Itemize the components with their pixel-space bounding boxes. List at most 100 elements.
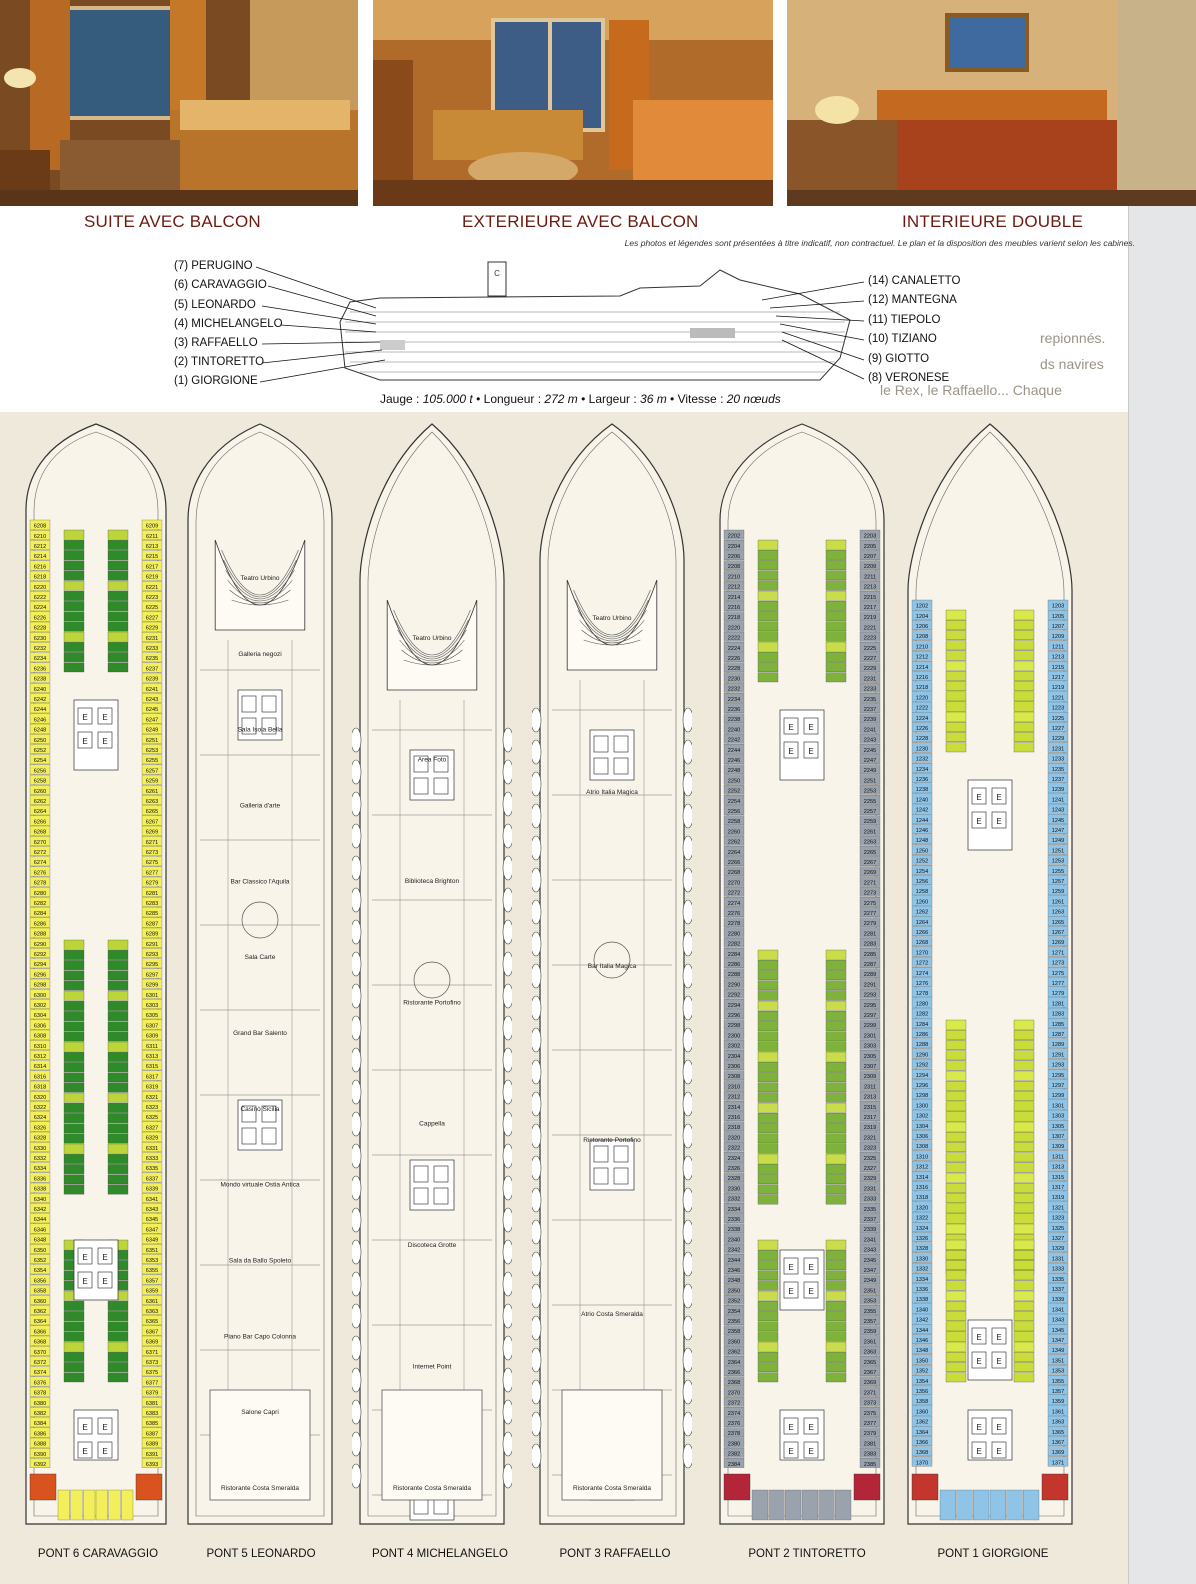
cabin	[141, 713, 163, 724]
inner-cabin	[107, 1372, 129, 1383]
inner-cabin	[107, 1362, 129, 1372]
cabin-number: 6348	[34, 1238, 46, 1244]
cabin-number: 6372	[34, 1360, 46, 1366]
inner-cabin	[1013, 1372, 1035, 1383]
inner-cabin	[825, 1031, 847, 1042]
theatre-row	[401, 649, 463, 664]
cabin-number: 2204	[728, 544, 740, 550]
cabin-number: 1209	[1052, 634, 1064, 640]
cabin-number: 2299	[864, 1023, 876, 1029]
cabin-number: 2378	[728, 1431, 740, 1437]
cabin-number: 1248	[916, 838, 928, 844]
inner-cabin	[107, 980, 129, 991]
cabin	[723, 1417, 745, 1427]
elevator	[971, 1417, 987, 1435]
cabin	[911, 681, 933, 692]
inner-cabin	[757, 970, 779, 980]
inner-cabin	[757, 1123, 779, 1133]
cabin	[859, 795, 881, 805]
elevator	[783, 717, 799, 735]
inner-cabin	[945, 1101, 967, 1112]
stern-suite	[853, 1473, 881, 1501]
cabin-number: 6260	[34, 789, 46, 795]
cabin	[1047, 905, 1069, 916]
cabin	[29, 1121, 51, 1132]
inner-cabin	[1013, 630, 1035, 640]
cabin	[911, 1089, 933, 1100]
cabin-number: 2305	[864, 1054, 876, 1060]
cabin	[141, 1152, 163, 1162]
cabin-number: 2213	[864, 585, 876, 591]
cabin-number: 6337	[146, 1176, 158, 1182]
profile-deck-7: (7) PERUGINO	[174, 260, 253, 272]
cabin-number: 1245	[1052, 818, 1064, 824]
cabin-number: 1351	[1052, 1358, 1064, 1364]
cabin	[29, 1142, 51, 1152]
inner-cabin	[757, 1372, 779, 1383]
cabin-number: 1304	[916, 1124, 928, 1130]
elevator	[971, 1441, 987, 1459]
cabin-number: 6343	[146, 1207, 158, 1213]
cabin	[141, 1131, 163, 1142]
inner-cabin	[107, 1041, 129, 1052]
cabin-number: 2293	[864, 993, 876, 999]
cabin	[859, 1050, 881, 1060]
cabin-number: 6310	[34, 1044, 46, 1050]
theatre-row	[395, 619, 469, 658]
inner-cabin	[757, 1341, 779, 1352]
cabin-number: 6362	[34, 1309, 46, 1315]
ghost-text-2: ds navires	[1040, 356, 1104, 372]
cabin	[859, 560, 881, 571]
cabin	[859, 988, 881, 999]
cabin-number: 2219	[864, 615, 876, 621]
cabin	[29, 744, 51, 754]
cabin	[29, 1274, 51, 1285]
cabin-number: 6261	[146, 789, 158, 795]
inner-cabin	[757, 652, 779, 662]
cabin	[723, 1213, 745, 1223]
inner-cabin	[945, 1172, 967, 1183]
cabin-number: 6316	[34, 1074, 46, 1080]
cabin	[723, 1376, 745, 1387]
cabin-number: 2279	[864, 921, 876, 927]
cabin	[911, 824, 933, 834]
cabin-number: 1237	[1052, 777, 1064, 783]
lifeboat	[682, 707, 692, 733]
cabin-number: 2250	[728, 778, 740, 784]
cabin-number: 2262	[728, 840, 740, 846]
cabin-number: 6275	[146, 860, 158, 866]
stern-suite	[723, 1473, 751, 1501]
elevator-label: E	[996, 817, 1001, 826]
elevator	[77, 1417, 93, 1435]
cabin-number: 1262	[916, 910, 928, 916]
theatre-row	[397, 629, 467, 660]
cabin-number: 6357	[146, 1278, 158, 1284]
cabin	[911, 1028, 933, 1038]
cabin-number: 2366	[728, 1370, 740, 1376]
cabin	[141, 1111, 163, 1122]
cabin-number: 6297	[146, 972, 158, 978]
inner-cabin	[945, 660, 967, 671]
cabin	[1047, 803, 1069, 814]
inner-cabin	[63, 1082, 85, 1093]
inner-cabin	[825, 1113, 847, 1123]
cabin-number: 6335	[146, 1166, 158, 1172]
cabin	[141, 1315, 163, 1326]
cabin	[1047, 599, 1069, 610]
cabin-number: 6305	[146, 1013, 158, 1019]
inner-cabin	[107, 642, 129, 652]
cabin-number: 2309	[864, 1074, 876, 1080]
lifeboat	[502, 823, 512, 849]
cabin	[723, 1386, 745, 1397]
cabin	[1047, 640, 1069, 651]
cabin	[723, 1243, 745, 1254]
cabin-number: 1253	[1052, 859, 1064, 865]
cabin	[1047, 620, 1069, 630]
cabin	[911, 732, 933, 743]
